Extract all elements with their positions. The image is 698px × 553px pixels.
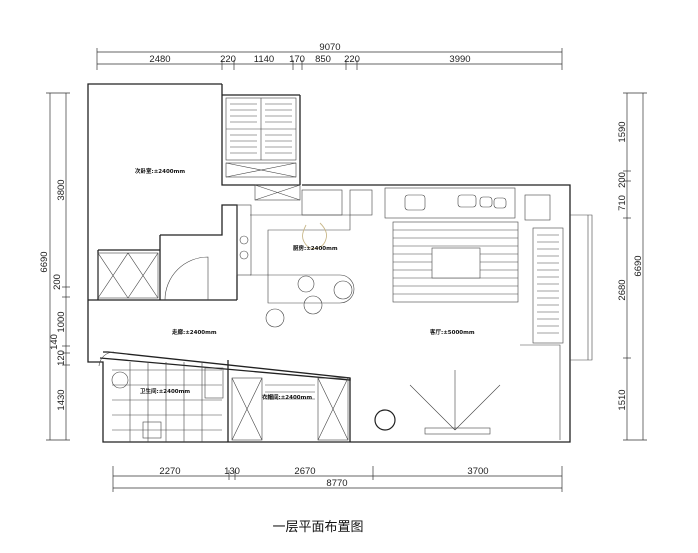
dim-right-4: 2680 xyxy=(617,279,628,300)
dim-top-4: 170 xyxy=(289,54,305,65)
dim-right-2: 200 xyxy=(617,172,628,188)
left-dimension-lines xyxy=(46,92,70,441)
right-dimension-lines xyxy=(623,92,647,441)
dim-bottom-2: 130 xyxy=(224,466,240,477)
dim-left-2: 200 xyxy=(52,274,63,290)
room-label-bathroom: 卫生间:±2400mm xyxy=(140,387,190,395)
tv-view-lines xyxy=(409,370,501,431)
side-table xyxy=(524,194,551,221)
dining-bar xyxy=(265,274,355,328)
plan-title: 一层平面布置图 xyxy=(272,520,363,535)
dim-bottom-3: 2670 xyxy=(294,466,315,477)
dim-left-total: 6690 xyxy=(39,251,50,272)
dim-top-6: 220 xyxy=(344,54,360,65)
coffee-table xyxy=(431,247,481,279)
tv-cabinet xyxy=(520,344,561,440)
dim-left-1: 3800 xyxy=(56,179,67,200)
room-label-kitchen: 厨房:±2400mm xyxy=(293,244,338,252)
dim-top-total: 9070 xyxy=(319,42,340,53)
kitchen-counter xyxy=(236,184,373,276)
dim-right-5: 1510 xyxy=(617,389,628,410)
dim-bottom-total: 8770 xyxy=(326,478,347,489)
room-label-corridor: 走廊:±2400mm xyxy=(171,328,217,336)
tv-stand xyxy=(424,427,491,435)
person-figure xyxy=(302,222,327,250)
storage-cabinet xyxy=(225,97,297,178)
dim-left-4: 140 xyxy=(49,334,60,350)
dim-left-3: 1000 xyxy=(56,311,67,332)
dim-bottom-4: 3700 xyxy=(467,466,488,477)
sofa xyxy=(384,187,516,219)
wardrobe xyxy=(97,252,159,299)
bottom-dimension-lines xyxy=(112,466,563,492)
cloakroom-wardrobes xyxy=(231,377,349,441)
top-dimension-lines xyxy=(96,48,563,70)
room-label-cloakroom: 衣帽间:±2400mm xyxy=(262,393,312,401)
dim-top-3: 1140 xyxy=(254,54,274,65)
dim-top-7: 3990 xyxy=(449,54,470,65)
dim-right-3: 710 xyxy=(617,195,628,211)
dim-top-2: 220 xyxy=(220,54,236,65)
dim-left-5: 120 xyxy=(56,350,67,366)
dim-top-1: 2480 xyxy=(149,54,170,65)
balcony-cabinet xyxy=(532,227,564,344)
dim-right-1: 1590 xyxy=(617,121,628,142)
plant-icon xyxy=(374,409,396,431)
room-label-living-room: 客厅:±5000mm xyxy=(429,328,475,336)
dim-top-5: 850 xyxy=(315,54,331,65)
bathroom-tiles xyxy=(111,362,224,442)
dim-left-6: 1430 xyxy=(56,389,67,410)
doors xyxy=(98,256,209,367)
room-label-secondary-bedroom: 次卧室:±2400mm xyxy=(135,167,185,175)
rug xyxy=(392,221,519,303)
dim-bottom-1: 2270 xyxy=(159,466,180,477)
dim-right-total: 6690 xyxy=(633,255,644,276)
